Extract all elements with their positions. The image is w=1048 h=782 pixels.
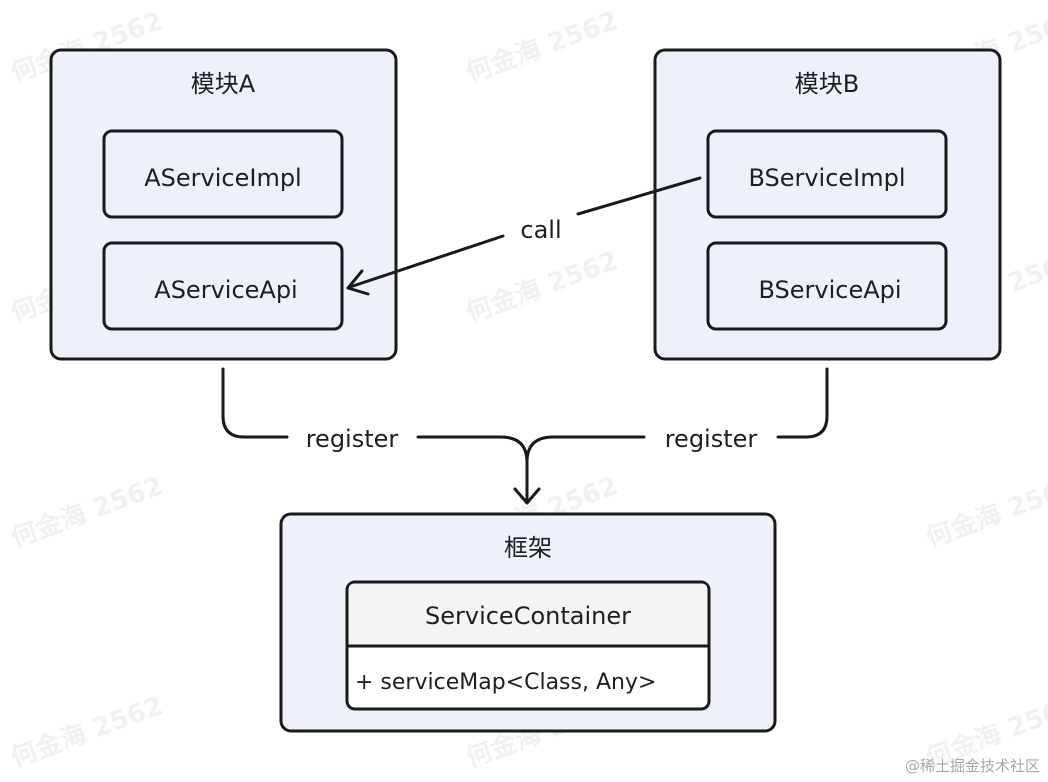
register-arrowhead (513, 487, 541, 505)
a-service-api-box (102, 241, 344, 331)
call-edge-left (348, 234, 505, 289)
framework-title: 框架 (504, 534, 552, 562)
module-a-title: 模块A (191, 70, 256, 98)
register-edge-right-label: register (665, 425, 758, 453)
module-b-title: 模块B (795, 70, 859, 98)
service-container-member: + serviceMap<Class, Any> (355, 670, 656, 695)
a-service-impl-label: AServiceImpl (144, 164, 301, 192)
b-service-impl-label: BServiceImpl (748, 164, 905, 192)
service-container-class-name: ServiceContainer (425, 602, 631, 630)
b-service-api-box (706, 241, 948, 331)
b-service-api-label: BServiceApi (758, 276, 901, 304)
b-service-impl-box (706, 129, 948, 219)
register-edge-left-segment-2 (416, 435, 529, 502)
call-edge-label: call (520, 216, 561, 244)
register-edge-left-label: register (306, 425, 399, 453)
register-edge-right-segment-1 (776, 367, 829, 439)
register-edge-left-segment-1 (221, 367, 289, 439)
service-container-class-header (348, 583, 708, 645)
a-service-api-label: AServiceApi (154, 276, 297, 304)
a-service-impl-box (102, 129, 344, 219)
credit-text: @稀土掘金技术社区 (904, 757, 1040, 775)
call-edge-right (576, 176, 702, 216)
call-arrowhead (346, 269, 370, 296)
register-edge-right-segment-2 (525, 435, 646, 464)
